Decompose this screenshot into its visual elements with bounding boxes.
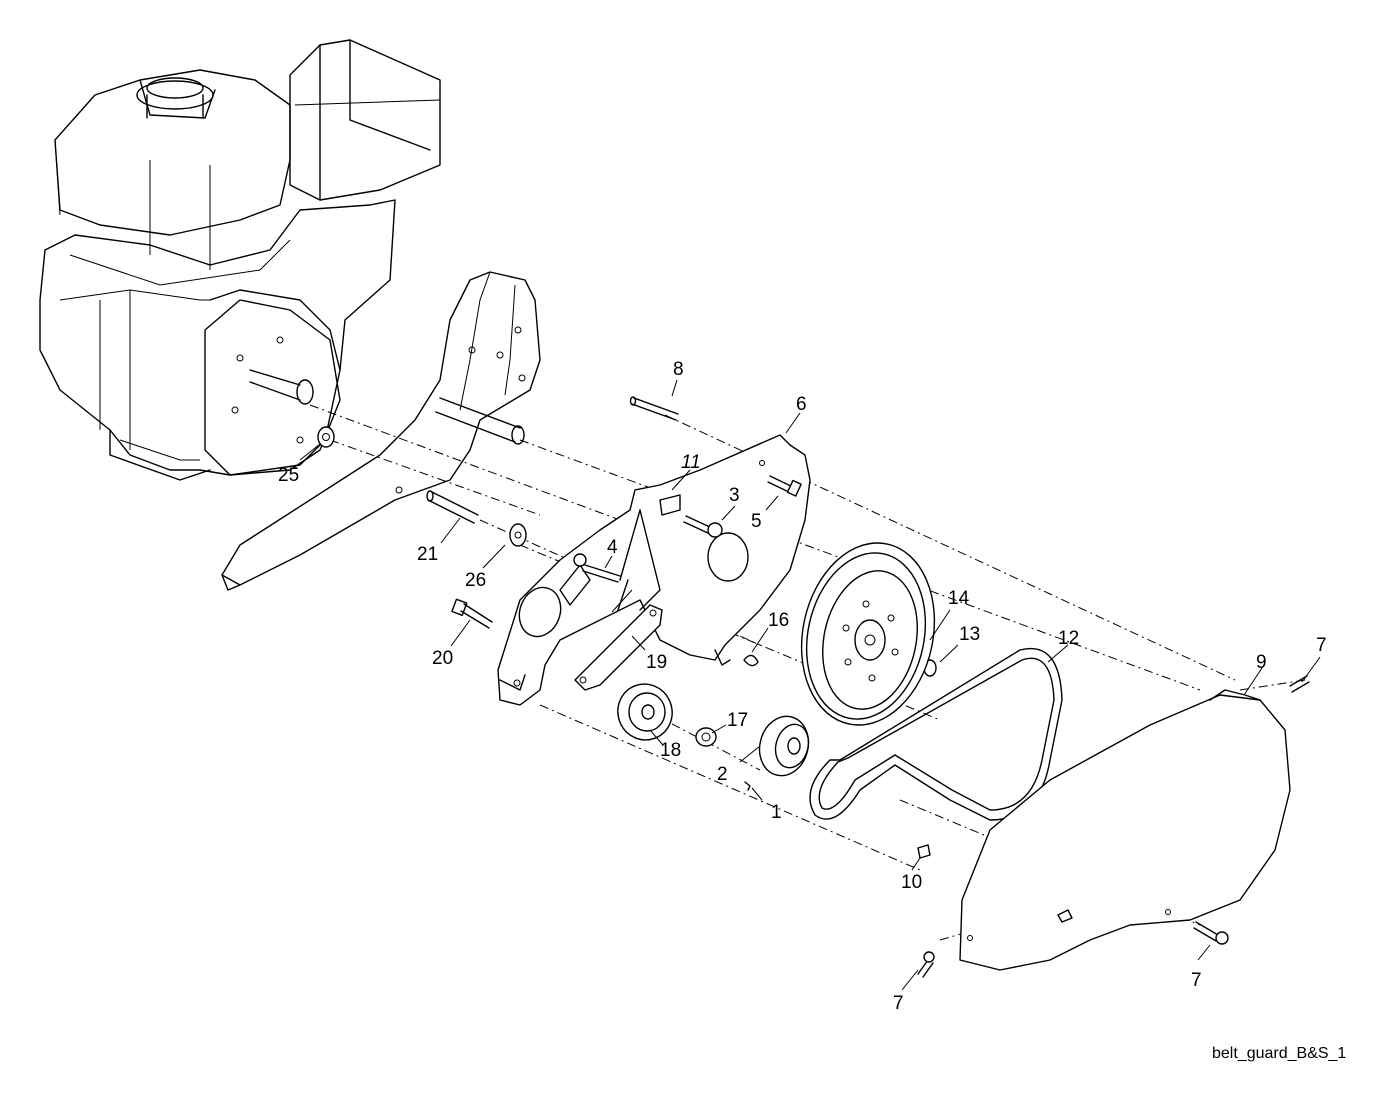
leader-lines [299,379,1321,991]
v-belt [809,648,1063,821]
idler-arm [574,509,663,691]
engine-pulley [758,715,810,777]
callout-7a: 7 [1316,635,1327,656]
belt-guard-cover [959,689,1291,971]
callout-11: 11 [681,452,701,473]
callout-18: 18 [660,740,681,761]
part-11 [659,494,681,516]
fasteners [317,396,1310,978]
callout-7b: 7 [1191,970,1202,991]
callout-13: 13 [959,624,980,645]
callout-20: 20 [432,648,453,669]
idler-pulley [617,683,673,741]
callout-19: 19 [646,652,667,673]
callout-16: 16 [768,610,789,631]
callout-14: 14 [948,588,970,609]
diagram-caption: belt_guard_B&S_1 [1212,1045,1346,1062]
callout-26: 26 [465,570,486,591]
callout-3: 3 [729,485,740,506]
callout-5: 5 [751,511,762,532]
callout-7c: 7 [893,993,904,1014]
callout-8: 8 [673,359,684,380]
callout-4: 4 [607,537,618,558]
callout-10: 10 [901,872,922,893]
callout-25: 25 [278,465,299,486]
callout-6: 6 [796,394,807,415]
callout-9: 9 [1256,652,1267,673]
bracket-plate [497,434,811,706]
callout-2: 2 [717,764,728,785]
large-pulley [800,542,936,726]
callout-12: 12 [1058,628,1079,649]
callout-21: 21 [417,544,438,565]
frame-arm [221,271,541,591]
callout-17: 17 [727,710,748,731]
callout-labels: 1 2 3 4 5 6 7 7 7 8 9 10 11 12 13 14 16 … [278,359,1327,1014]
callout-1: 1 [771,802,782,823]
engine [39,39,441,481]
